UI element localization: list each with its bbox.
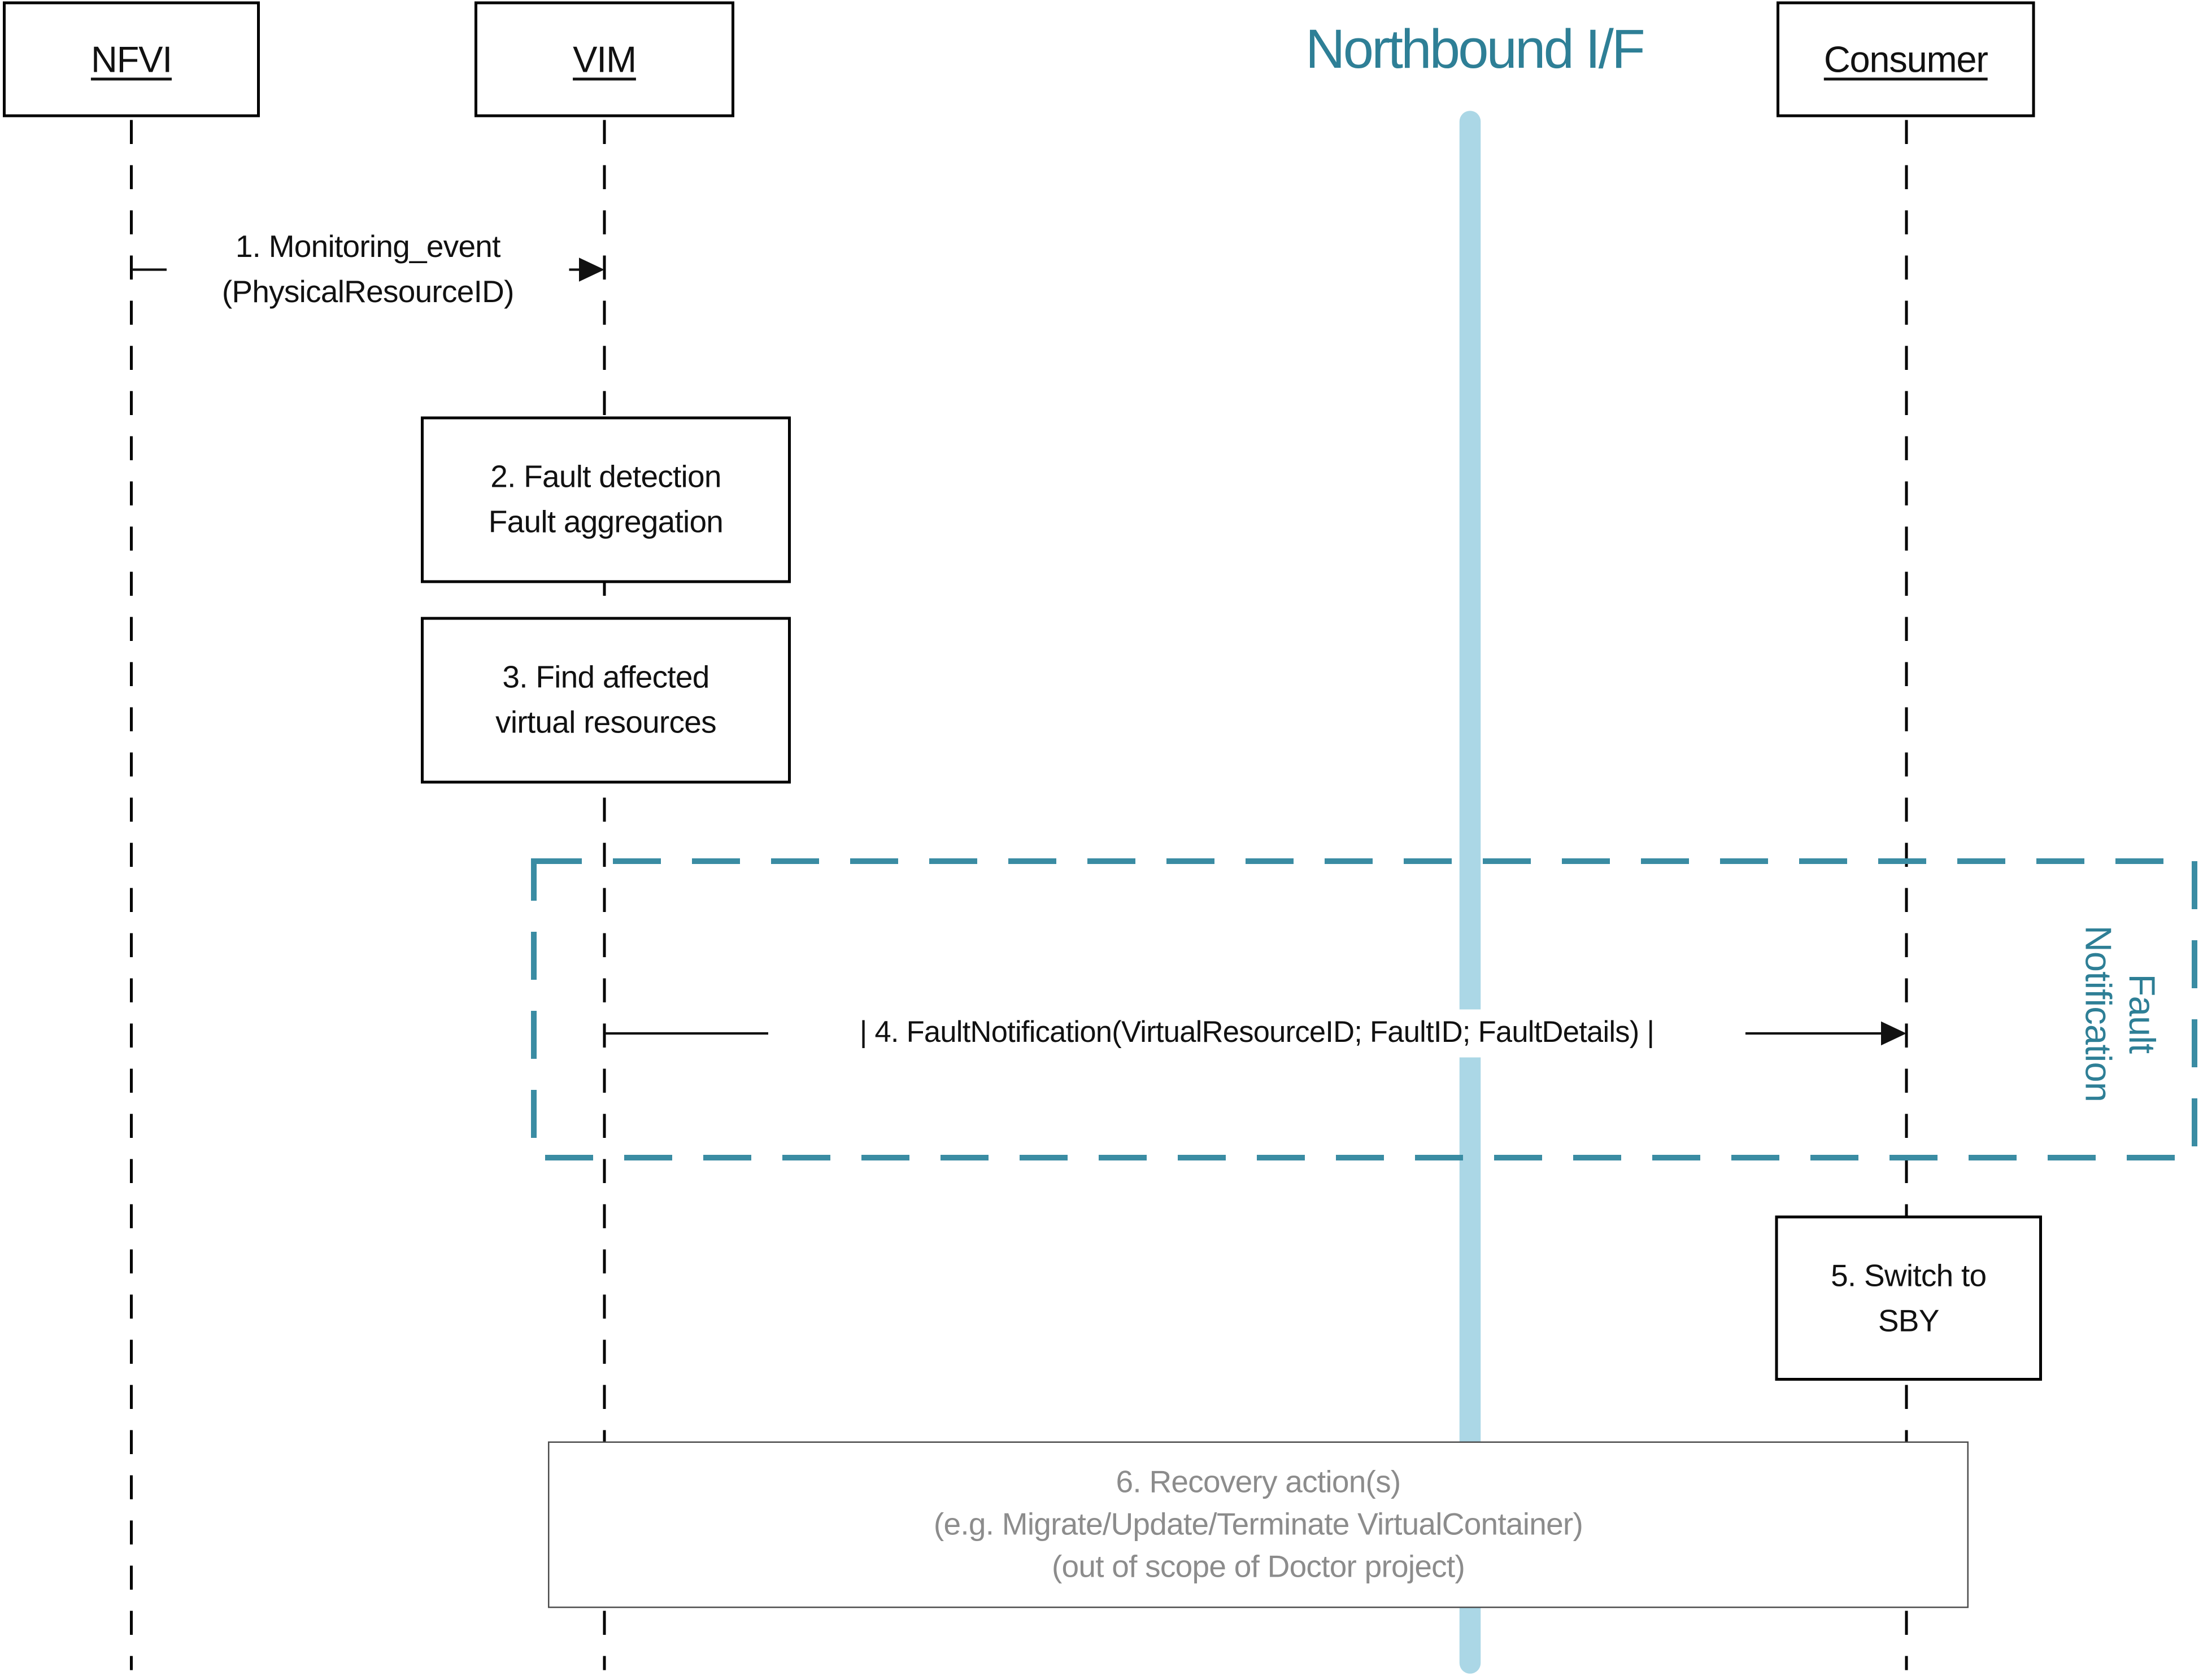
recovery-line3: (out of scope of Doctor project) bbox=[1051, 1548, 1465, 1585]
fault-notification-group-label: Fault Notification bbox=[2076, 925, 2164, 1102]
activity-2-line1: 2. Fault detection bbox=[490, 459, 721, 495]
activity-5-line2: SBY bbox=[1878, 1302, 1940, 1338]
arrowhead-icon bbox=[1881, 1021, 1906, 1046]
actor-box-consumer: Consumer bbox=[1777, 1, 2035, 117]
activity-box-find-affected: 3. Find affected virtual resources bbox=[421, 617, 791, 784]
message-4-label: | 4. FaultNotification(VirtualResourceID… bbox=[768, 1009, 1745, 1058]
group-label-line2: Notification bbox=[2077, 925, 2120, 1102]
message-1-line2: (PhysicalResourceID) bbox=[221, 274, 515, 309]
activity-2-line2: Fault aggregation bbox=[488, 504, 724, 540]
recovery-line2: (e.g. Migrate/Update/Terminate VirtualCo… bbox=[933, 1506, 1583, 1542]
activity-3-line2: virtual resources bbox=[495, 704, 716, 740]
actor-label-vim: VIM bbox=[573, 37, 637, 80]
actor-label-consumer: Consumer bbox=[1823, 37, 1988, 80]
activity-3-line1: 3. Find affected bbox=[502, 659, 709, 695]
message-1-line1: 1. Monitoring_event bbox=[235, 229, 501, 264]
activity-box-switch-to-sby: 5. Switch to SBY bbox=[1775, 1215, 2042, 1381]
recovery-action-note-box: 6. Recovery action(s) (e.g. Migrate/Upda… bbox=[548, 1441, 1969, 1608]
group-label-line1: Fault bbox=[2121, 974, 2163, 1054]
message-1-label: 1. Monitoring_event (PhysicalResourceID) bbox=[167, 224, 569, 315]
recovery-line1: 6. Recovery action(s) bbox=[1116, 1464, 1401, 1500]
arrowhead-icon bbox=[579, 258, 604, 282]
northbound-interface-title: Northbound I/F bbox=[1305, 20, 1645, 81]
activity-box-fault-detection: 2. Fault detection Fault aggregation bbox=[421, 416, 791, 583]
fault-notification-group-frame bbox=[531, 858, 2197, 1160]
actor-label-nfvi: NFVI bbox=[90, 37, 172, 80]
lifelines bbox=[130, 120, 1908, 1670]
activity-5-line1: 5. Switch to bbox=[1831, 1257, 1987, 1293]
actor-box-vim: VIM bbox=[474, 1, 734, 117]
actor-box-nfvi: NFVI bbox=[3, 1, 260, 117]
